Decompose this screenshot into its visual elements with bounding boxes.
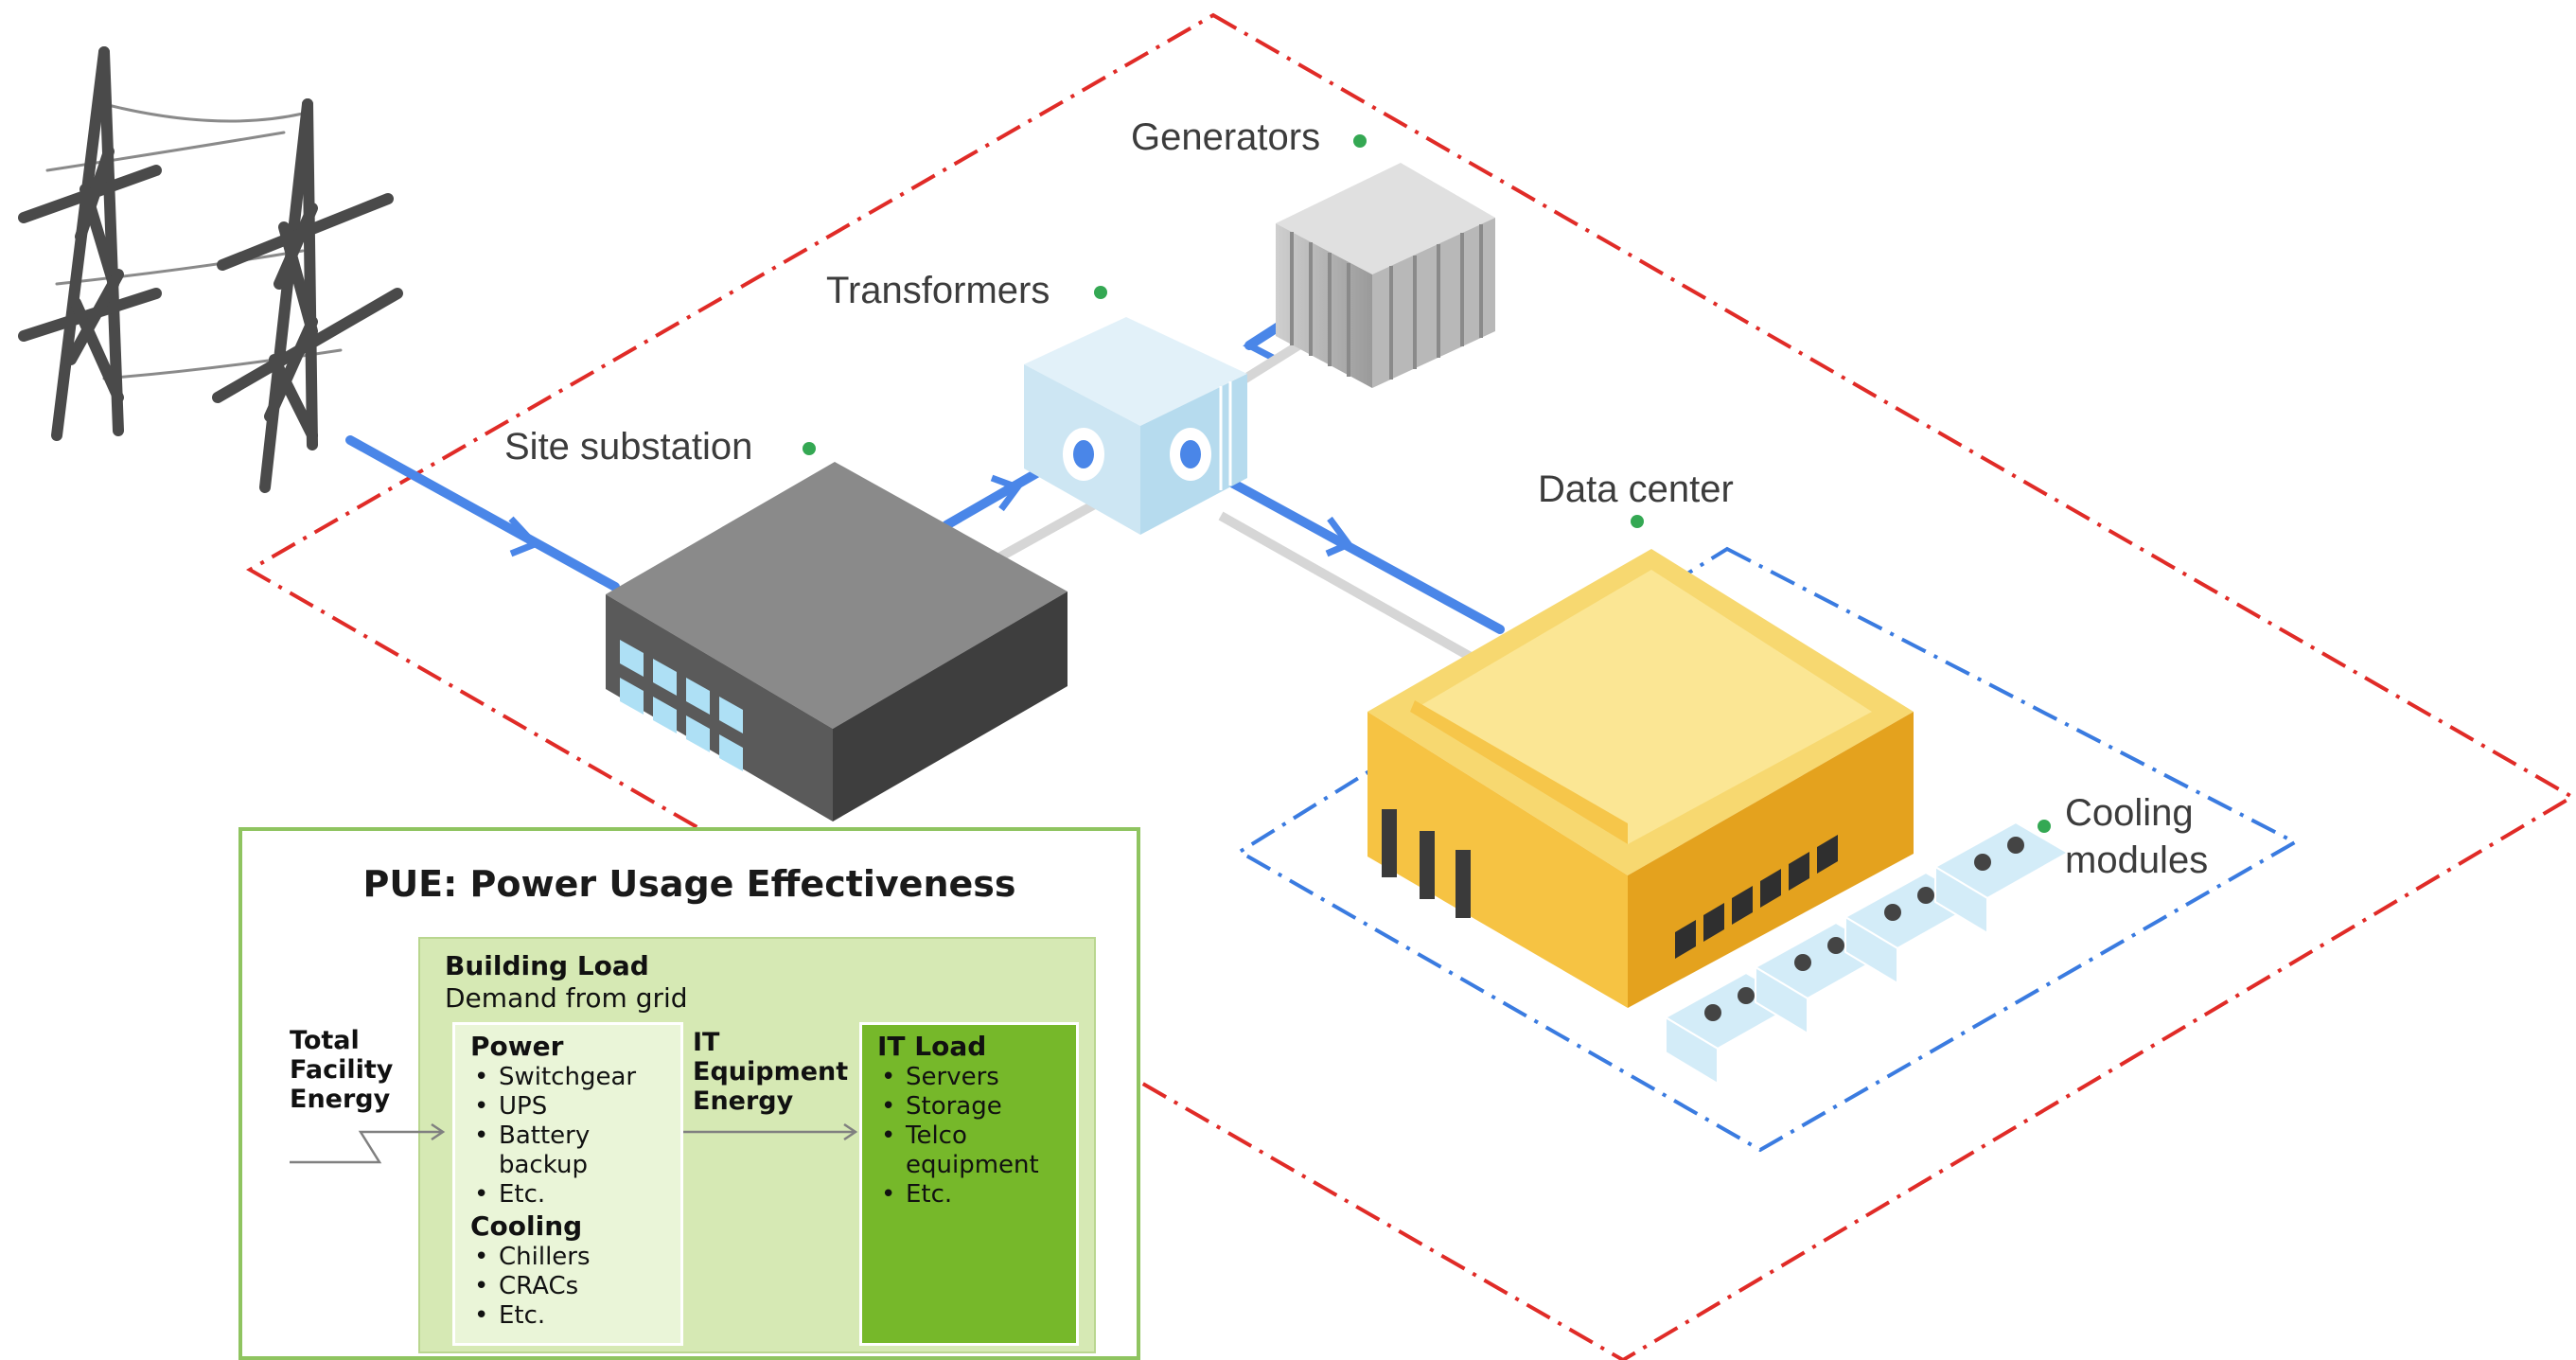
list-item: Etc. xyxy=(470,1180,641,1210)
it-load-title: IT Load xyxy=(877,1031,987,1062)
it-equipment-line3: Energy xyxy=(693,1086,794,1116)
site-substation-building-icon xyxy=(606,462,1067,821)
list-item: Chillers xyxy=(470,1243,591,1272)
pue-panel: PUE: Power Usage Effectiveness Total Fac… xyxy=(238,827,1140,1360)
it-energy-arrowhead xyxy=(843,1122,858,1141)
transmission-towers-icon xyxy=(18,46,403,493)
cooling-modules-dot xyxy=(2038,820,2051,833)
cooling-modules-label-line1: Cooling xyxy=(2065,792,2194,834)
pue-arrows xyxy=(290,1122,858,1164)
list-item: Servers xyxy=(877,1063,1067,1092)
transformers-icon xyxy=(1024,317,1247,535)
list-item: Battery backup xyxy=(470,1122,641,1180)
data-center-boundary xyxy=(1236,546,2300,1153)
cooling-modules-icon xyxy=(1663,821,2071,1086)
cooling-title: Cooling xyxy=(470,1210,583,1242)
building-load-title: Building Load xyxy=(445,950,649,981)
total-facility-line2: Facility xyxy=(290,1055,394,1085)
total-facility-energy-label: Total Facility Energy xyxy=(290,1026,393,1114)
generators-dot xyxy=(1353,134,1367,148)
building-load-subtitle: Demand from grid xyxy=(445,982,688,1014)
cooling-modules-label-line2: modules xyxy=(2065,839,2208,881)
power-list: Switchgear UPS Battery backup Etc. xyxy=(470,1063,641,1210)
it-equipment-energy-label: IT Equipment Energy xyxy=(693,1028,848,1116)
total-facility-line1: Total xyxy=(290,1026,360,1055)
total-energy-arrowhead xyxy=(431,1122,446,1141)
data-center-building-icon xyxy=(1367,549,1914,1008)
it-load-list: Servers Storage Telco equipment Etc. xyxy=(877,1063,1067,1210)
flow-arrows xyxy=(508,327,1354,557)
cooling-list: Chillers CRACs Etc. xyxy=(470,1243,591,1331)
transformers-dot xyxy=(1094,286,1107,299)
site-substation-label: Site substation xyxy=(504,426,752,468)
site-substation-dot xyxy=(803,442,816,455)
list-item: Storage xyxy=(877,1092,1067,1122)
total-energy-arrow xyxy=(290,1130,441,1164)
pue-title: PUE: Power Usage Effectiveness xyxy=(362,863,1016,905)
list-item: Etc. xyxy=(470,1301,591,1331)
it-equipment-line2: Equipment xyxy=(693,1057,849,1086)
data-center-dot xyxy=(1631,515,1644,528)
generators-icon xyxy=(1276,163,1495,388)
list-item: CRACs xyxy=(470,1272,591,1301)
generators-label: Generators xyxy=(1131,116,1320,158)
transformers-label: Transformers xyxy=(826,270,1050,311)
list-item: UPS xyxy=(470,1092,641,1122)
list-item: Etc. xyxy=(877,1180,1067,1210)
site-boundary xyxy=(245,12,2576,1360)
total-facility-line3: Energy xyxy=(290,1085,391,1114)
power-title: Power xyxy=(470,1031,564,1062)
it-equipment-line1: IT xyxy=(693,1028,720,1057)
power-cooling-box: Power Switchgear UPS Battery backup Etc.… xyxy=(452,1022,683,1346)
it-load-box: IT Load Servers Storage Telco equipment … xyxy=(859,1022,1079,1346)
list-item: Switchgear xyxy=(470,1063,641,1092)
list-item: Telco equipment xyxy=(877,1122,1067,1180)
data-center-label: Data center xyxy=(1538,468,1734,510)
